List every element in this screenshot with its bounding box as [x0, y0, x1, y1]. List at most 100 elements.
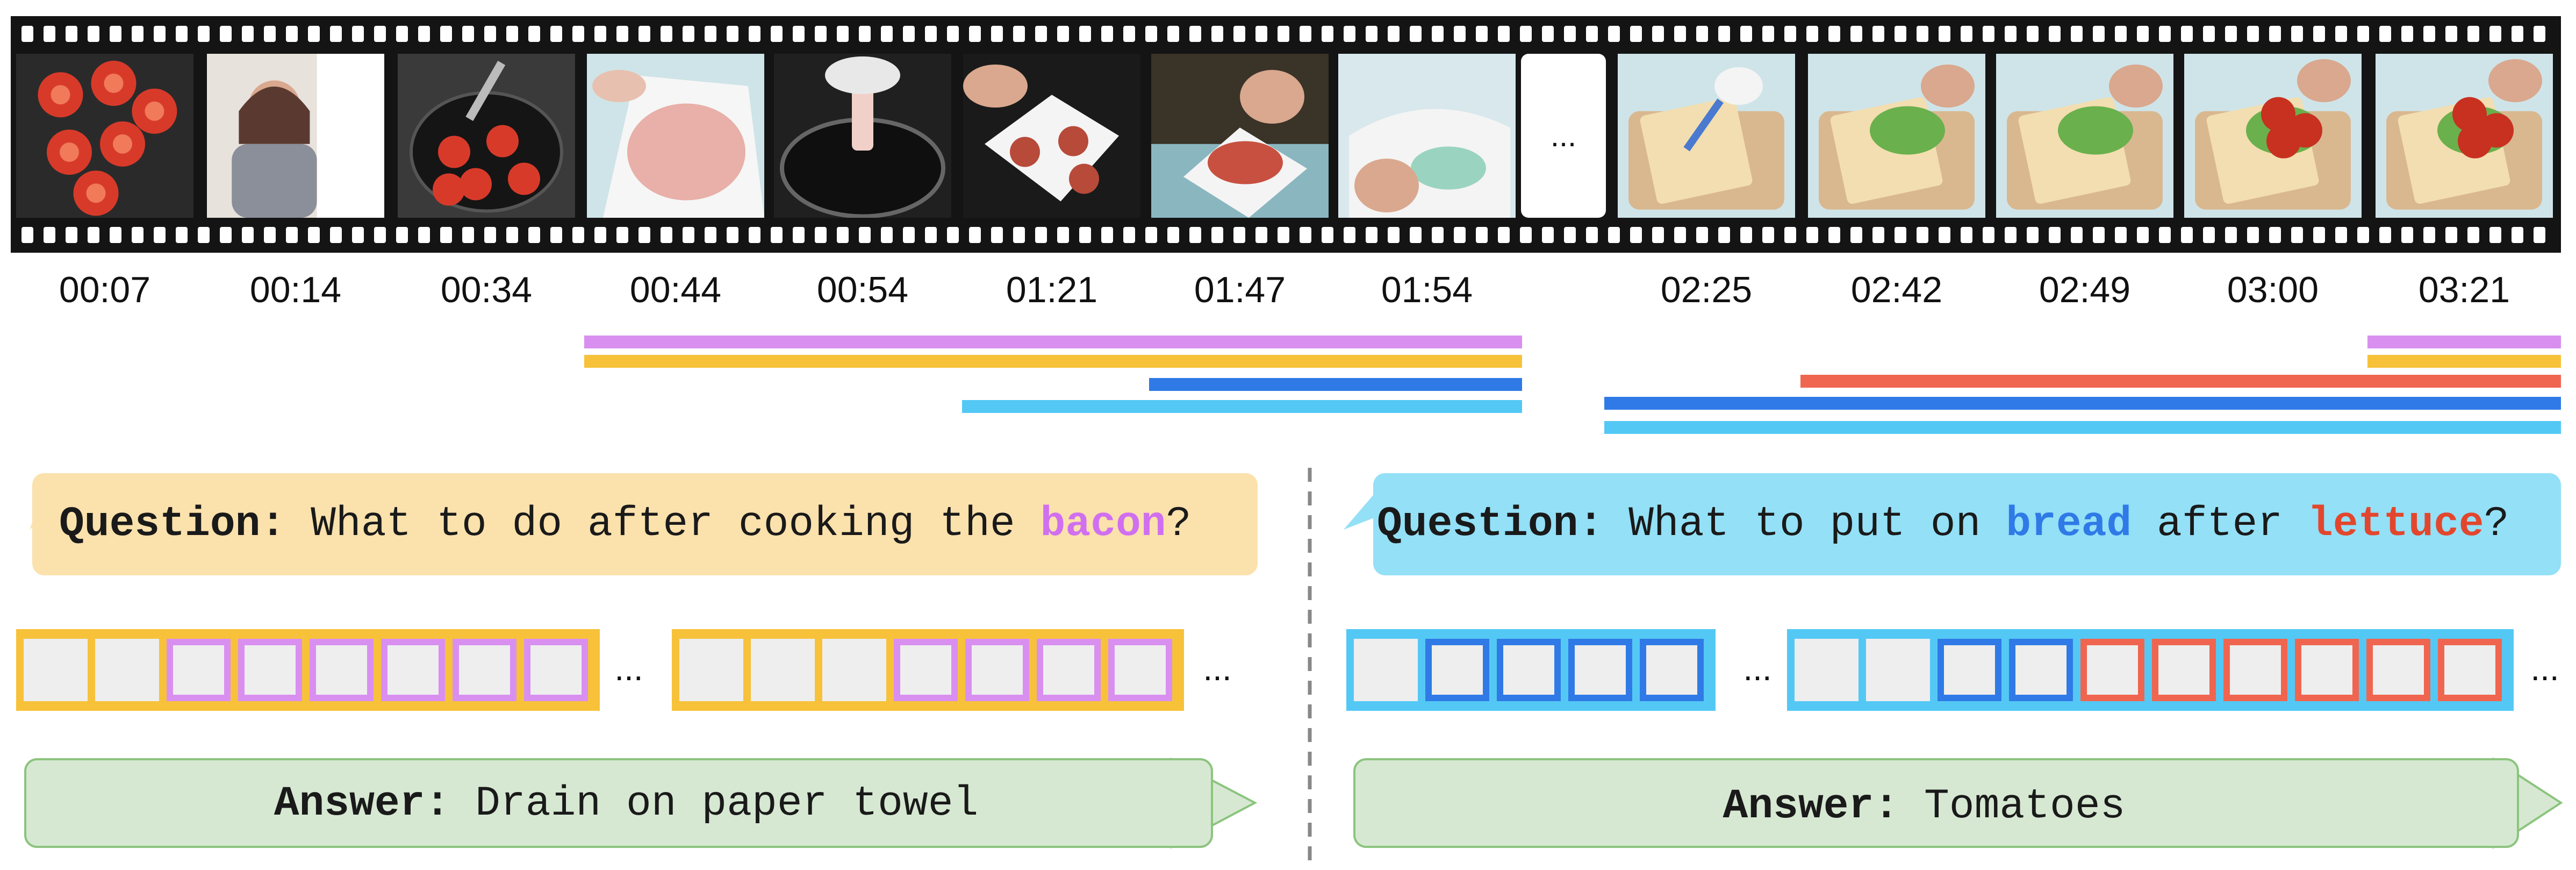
token-plain — [1795, 639, 1859, 701]
frame-timestamp: 03:21 — [2419, 269, 2510, 310]
sprocket-hole — [2512, 227, 2523, 243]
sprocket-hole — [1740, 227, 1752, 243]
sprocket-hole — [2335, 227, 2347, 243]
sprocket-hole — [1300, 26, 1311, 42]
sprocket-hole — [749, 26, 760, 42]
sprocket-hole — [793, 227, 805, 243]
sprocket-hole — [550, 227, 562, 243]
sprocket-hole — [1586, 227, 1598, 243]
sprocket-hole — [1079, 26, 1091, 42]
sprocket-hole — [1718, 26, 1730, 42]
paper-towel-icon — [1349, 109, 1510, 218]
sprocket-hole — [2225, 227, 2237, 243]
sprocket-hole — [1057, 26, 1069, 42]
sprocket-hole — [506, 227, 518, 243]
film-ellipsis-frame: ... — [1521, 54, 1606, 218]
sprocket-hole — [771, 26, 783, 42]
video-frame — [587, 54, 764, 218]
sprocket-hole — [308, 26, 320, 42]
sprocket-hole — [1520, 26, 1532, 42]
sprocket-hole — [1674, 26, 1686, 42]
frame-timestamp: 01:47 — [1194, 269, 1286, 310]
sprocket-hole — [2313, 26, 2325, 42]
left-answer-text: Answer: Drain on paper towel — [274, 780, 979, 828]
right-question-keyword-lettuce: lettuce — [2308, 501, 2484, 548]
sprocket-hole — [1828, 227, 1840, 243]
sprocket-hole — [1278, 227, 1289, 243]
sprocket-hole — [815, 26, 827, 42]
sprocket-hole — [1917, 26, 1928, 42]
sprocket-hole — [1145, 227, 1157, 243]
sprocket-hole — [1255, 26, 1267, 42]
span-bar-blue-left — [1149, 378, 1522, 391]
sprocket-hole — [1211, 26, 1223, 42]
sprocket-hole — [1939, 227, 1950, 243]
left-question-keyword: bacon — [1041, 501, 1166, 548]
bread-lettuce-icon — [2007, 65, 2163, 210]
sprocket-hole — [1035, 26, 1047, 42]
sprocket-hole — [1630, 26, 1642, 42]
sprocket-hole — [1211, 227, 1223, 243]
sprocket-hole — [616, 227, 628, 243]
sprocket-hole — [2115, 227, 2127, 243]
sprocket-hole — [286, 227, 298, 243]
sprocket-hole — [2203, 26, 2215, 42]
sprocket-hole — [594, 26, 606, 42]
film-strip: ... — [11, 16, 2561, 253]
sprocket-hole — [1366, 227, 1377, 243]
sprocket-hole — [396, 227, 408, 243]
token-plain — [95, 639, 159, 701]
sprocket-hole — [330, 26, 342, 42]
right-answer-bubble: Answer: Tomatoes — [1353, 757, 2563, 849]
sprocket-hole — [198, 26, 210, 42]
sprocket-hole — [1696, 227, 1708, 243]
sprocket-hole — [991, 227, 1003, 243]
sprocket-hole — [1828, 26, 1840, 42]
sprocket-hole — [1762, 227, 1774, 243]
sprocket-hole — [1850, 26, 1862, 42]
sprocket-hole — [683, 26, 694, 42]
sprocket-hole — [903, 26, 915, 42]
sprocket-hole — [1322, 26, 1333, 42]
sprocket-hole — [1388, 26, 1400, 42]
sprocket-hole — [638, 26, 650, 42]
sprocket-hole — [2005, 227, 2017, 243]
right-question-text: Question: What to put on bread after let… — [1377, 501, 2509, 548]
sprocket-hole — [1476, 26, 1488, 42]
bread-tomato-icon — [2386, 59, 2542, 210]
sprocket-hole — [2467, 227, 2479, 243]
token-plain — [24, 639, 88, 701]
sprocket-hole — [815, 227, 827, 243]
frame-timestamp: 00:44 — [630, 269, 721, 310]
sprocket-hole — [154, 26, 166, 42]
frame-timestamp: 00:07 — [59, 269, 150, 310]
sprocket-hole — [771, 227, 783, 243]
sprocket-hole — [1101, 26, 1113, 42]
token-rows — [16, 629, 2514, 711]
sprocket-hole — [1233, 227, 1245, 243]
sprocket-hole — [352, 227, 364, 243]
sprocket-hole — [1520, 227, 1532, 243]
right-question-prefix: Question: — [1377, 501, 1603, 548]
left-question-prefix: Question: — [59, 501, 285, 548]
sprocket-hole — [220, 227, 232, 243]
sprocket-hole — [1123, 26, 1135, 42]
sprocket-hole — [1410, 227, 1422, 243]
sprocket-hole — [1300, 227, 1311, 243]
sprocket-hole — [1740, 26, 1752, 42]
sprocket-hole — [1167, 26, 1179, 42]
sprocket-hole — [1410, 26, 1422, 42]
sprocket-hole — [1806, 227, 1818, 243]
sprocket-hole — [374, 227, 386, 243]
sprocket-hole — [1850, 227, 1862, 243]
sprocket-hole — [2049, 227, 2061, 243]
sprocket-hole — [154, 227, 166, 243]
sprocket-hole — [1652, 26, 1664, 42]
sprocket-hole — [2512, 26, 2523, 42]
sprocket-hole — [1344, 227, 1355, 243]
sprocket-hole — [396, 26, 408, 42]
sprocket-hole — [2269, 26, 2281, 42]
sprocket-hole — [969, 227, 981, 243]
sprocket-hole — [837, 227, 849, 243]
span-bar-cyan-left — [962, 400, 1522, 413]
